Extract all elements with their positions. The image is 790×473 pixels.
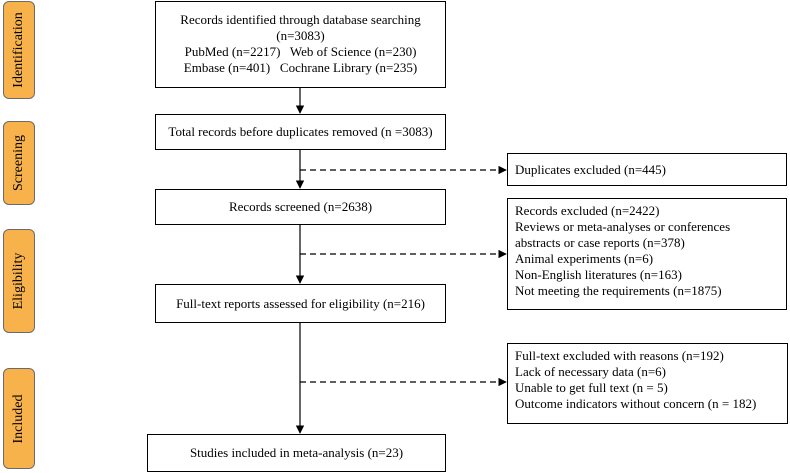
- fulltext-excluded-line: Full-text excluded with reasons (n=192): [515, 348, 724, 363]
- fulltext-assessed-text: Full-text reports assessed for eligibili…: [176, 296, 425, 311]
- studies-included-box: Studies included in meta-analysis (n=23): [147, 434, 446, 472]
- fulltext-assessed-box: Full-text reports assessed for eligibili…: [155, 284, 446, 323]
- records-excluded-line: Reviews or meta-analyses or conferences: [515, 219, 731, 234]
- total-records-text: Total records before duplicates removed …: [168, 124, 433, 139]
- duplicates-excluded-box: Duplicates excluded (n=445): [507, 153, 787, 186]
- fulltext-excluded-line: Unable to get full text (n = 5): [515, 380, 668, 395]
- phase-eligibility: Eligibility: [3, 229, 35, 333]
- records-excluded-line: Non-English literatures (n=163): [515, 267, 682, 282]
- records-identified-count: (n=3083): [276, 28, 325, 43]
- records-excluded-box: Records excluded (n=2422) Reviews or met…: [507, 198, 787, 310]
- phase-identification: Identification: [3, 1, 35, 99]
- records-excluded-line: Not meeting the requirements (n=1875): [515, 283, 722, 298]
- records-identified-text: Records identified through database sear…: [180, 12, 421, 27]
- records-excluded-line: Records excluded (n=2422): [515, 203, 660, 218]
- phase-screening: Screening: [3, 121, 35, 205]
- fulltext-excluded-box: Full-text excluded with reasons (n=192) …: [507, 343, 788, 424]
- records-identified-box: Records identified through database sear…: [155, 1, 446, 88]
- records-excluded-line: abstracts or case reports (n=378): [515, 235, 685, 250]
- records-identified-sources-2: Embase (n=401) Cochrane Library (n=235): [183, 60, 418, 75]
- total-records-box: Total records before duplicates removed …: [155, 114, 446, 150]
- duplicates-excluded-text: Duplicates excluded (n=445): [515, 162, 667, 177]
- records-screened-box: Records screened (n=2638): [155, 189, 446, 225]
- phase-included: Included: [3, 368, 35, 469]
- studies-included-text: Studies included in meta-analysis (n=23): [189, 445, 404, 460]
- records-screened-text: Records screened (n=2638): [228, 199, 373, 214]
- records-excluded-line: Animal experiments (n=6): [515, 251, 654, 266]
- fulltext-excluded-line: Outcome indicators without concern (n = …: [515, 396, 757, 411]
- records-identified-sources-1: PubMed (n=2217) Web of Science (n=230): [184, 44, 417, 59]
- fulltext-excluded-line: Lack of necessary data (n=6): [515, 364, 666, 379]
